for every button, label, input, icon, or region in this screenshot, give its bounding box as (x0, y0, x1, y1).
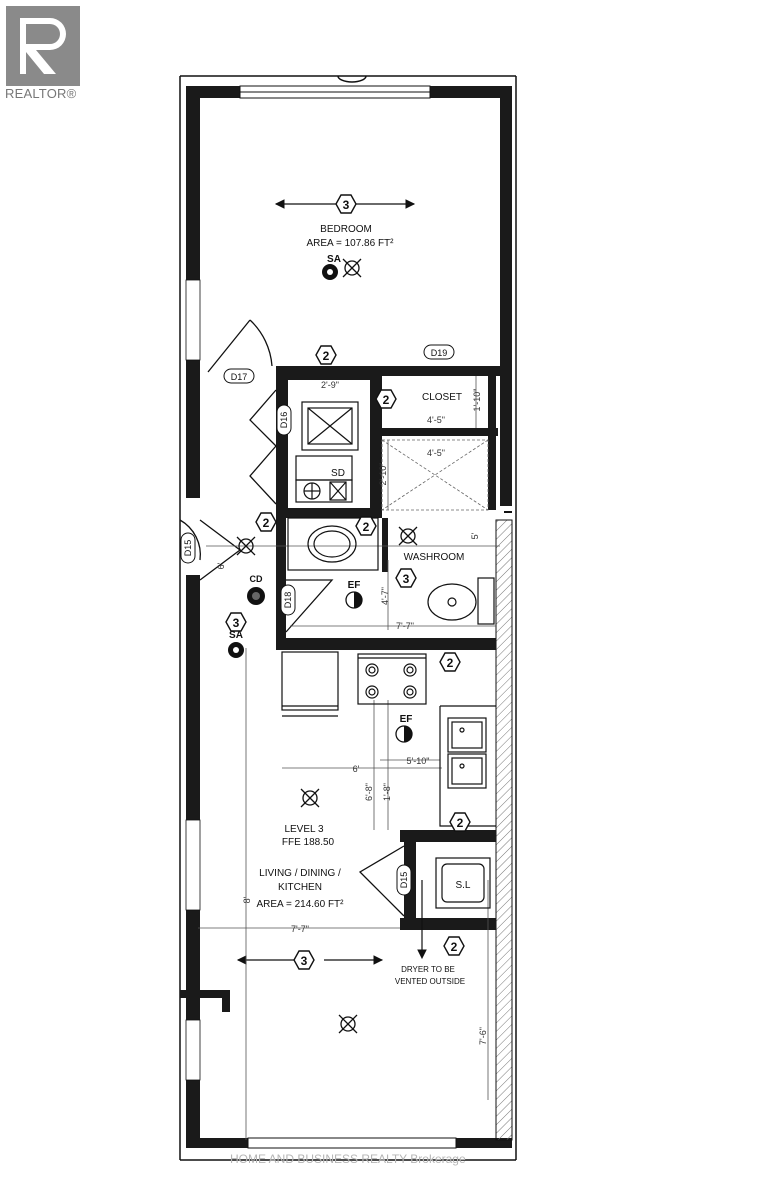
dim-shower-width: 2'-9" (321, 380, 339, 390)
washer-dryer-fixture (295, 455, 353, 503)
kitchen-counter (439, 705, 496, 827)
washroom-label: WASHROOM (404, 552, 465, 563)
ceiling-lights (236, 258, 418, 1034)
tag-3-bedroom: 3 (343, 198, 350, 212)
tag-2-vanity: 2 (363, 520, 370, 534)
dim-hall-width: 6' (216, 562, 226, 569)
dim-washroom-offset: 5' (470, 532, 480, 539)
svg-text:D15: D15 (183, 540, 193, 557)
living-light-icon (300, 788, 320, 808)
tag-2-closet: 2 (383, 393, 390, 407)
bedroom-light-icon (342, 258, 362, 278)
exhaust-fan-kitchen-icon (395, 725, 413, 743)
living-label-line1: LIVING / DINING / (259, 868, 341, 879)
living-label-line2: KITCHEN (278, 882, 322, 893)
dryer-vent-arrow (417, 880, 427, 960)
smoke-alarm-bedroom-icon (322, 264, 338, 280)
bedroom-label: BEDROOM (320, 224, 372, 235)
interior-walls (276, 366, 500, 930)
living-area: AREA = 214.60 FT² (257, 899, 345, 910)
bedroom-area: AREA = 107.86 FT² (307, 238, 395, 249)
closet-label: CLOSET (422, 392, 462, 403)
svg-text:D16: D16 (279, 412, 289, 429)
hall-light-icon (236, 536, 256, 556)
hex-tags (225, 194, 471, 970)
dryer-note-line1: DRYER TO BE (401, 965, 455, 974)
sa-bedroom-label: SA (327, 254, 341, 265)
dimension-lines (198, 376, 500, 1140)
svg-text:D15: D15 (399, 872, 409, 889)
dim-living-depth: 7'-6" (478, 1027, 488, 1045)
door-tag-d15-laundry: D15 (396, 864, 412, 896)
dim-living-side: 8' (242, 896, 252, 903)
realtor-logo (6, 6, 80, 86)
tag-2-core: 2 (323, 349, 330, 363)
dim-counter-offset: 5'-10" (407, 756, 430, 766)
shower-stall (381, 439, 489, 511)
ffe-label: FFE 188.50 (282, 837, 335, 848)
dim-closet-width: 4'-5" (427, 415, 445, 425)
cd-label: CD (250, 574, 263, 584)
tag-3-washroom: 3 (403, 572, 410, 586)
door-tag-d15-hall: D15 (180, 532, 196, 564)
outer-walls (179, 75, 517, 1161)
realtor-wordmark: REALTOR® (5, 86, 77, 101)
tag-3-hall: 3 (233, 616, 240, 630)
stove-fixture (357, 653, 427, 705)
svg-text:D18: D18 (283, 592, 293, 609)
sd-label: SD (331, 468, 345, 479)
door-tag-d18: D18 (280, 584, 296, 616)
brokerage-watermark: HOME AND BUSINESS REALTY Brokerage (230, 1152, 466, 1166)
sa-hall-label: SA (229, 630, 243, 641)
ef-kitchen-label: EF (400, 714, 413, 725)
exhaust-fan-washroom-icon (345, 591, 363, 609)
shower-fixture (301, 401, 359, 451)
toilet-fixture (427, 577, 495, 625)
dining-light-icon (338, 1014, 358, 1034)
dim-closet-depth: 1'-10" (472, 389, 482, 412)
tag-2-kitchen: 2 (447, 656, 454, 670)
dim-living-width: 7'-7" (291, 924, 309, 934)
dim-shower-depth: 2'-10" (378, 463, 388, 486)
door-tag-d19: D19 (423, 344, 455, 360)
bedroom-dimension-arrow (274, 199, 416, 209)
smoke-alarm-hall-icon (228, 642, 244, 658)
wall-stub (180, 990, 230, 1012)
tag-2-laundry-lower: 2 (451, 940, 458, 954)
dim-kitchen-depth: 6'-8" (364, 783, 374, 801)
dim-kitchen-width: 6' (353, 764, 360, 774)
door-swings (179, 319, 405, 917)
level-label: LEVEL 3 (284, 824, 324, 835)
svg-text:D17: D17 (231, 372, 248, 382)
tag-2-laundry: 2 (457, 816, 464, 830)
tag-3-living: 3 (301, 954, 308, 968)
washroom-light-icon (398, 526, 418, 546)
ef-washroom-label: EF (348, 580, 361, 591)
dim-washroom-width: 7'-7" (396, 621, 414, 631)
sl-label: S.L (455, 880, 470, 891)
laundry-tub-fixture (435, 857, 491, 909)
dim-shower-stall-width: 4'-5" (427, 448, 445, 458)
door-tag-d16: D16 (276, 404, 292, 436)
fridge-fixture (281, 651, 339, 717)
vanity-sink (287, 517, 379, 571)
door-tag-d17: D17 (223, 368, 255, 384)
svg-text:D19: D19 (431, 348, 448, 358)
dim-washroom-depth: 4'-7" (380, 587, 390, 605)
tag-2-hall: 2 (263, 516, 270, 530)
co-detector-icon (247, 587, 265, 605)
living-dimension-arrow (236, 955, 384, 965)
dim-counter-depth: 1'-8" (382, 783, 392, 801)
dryer-note-line2: VENTED OUTSIDE (395, 977, 465, 986)
